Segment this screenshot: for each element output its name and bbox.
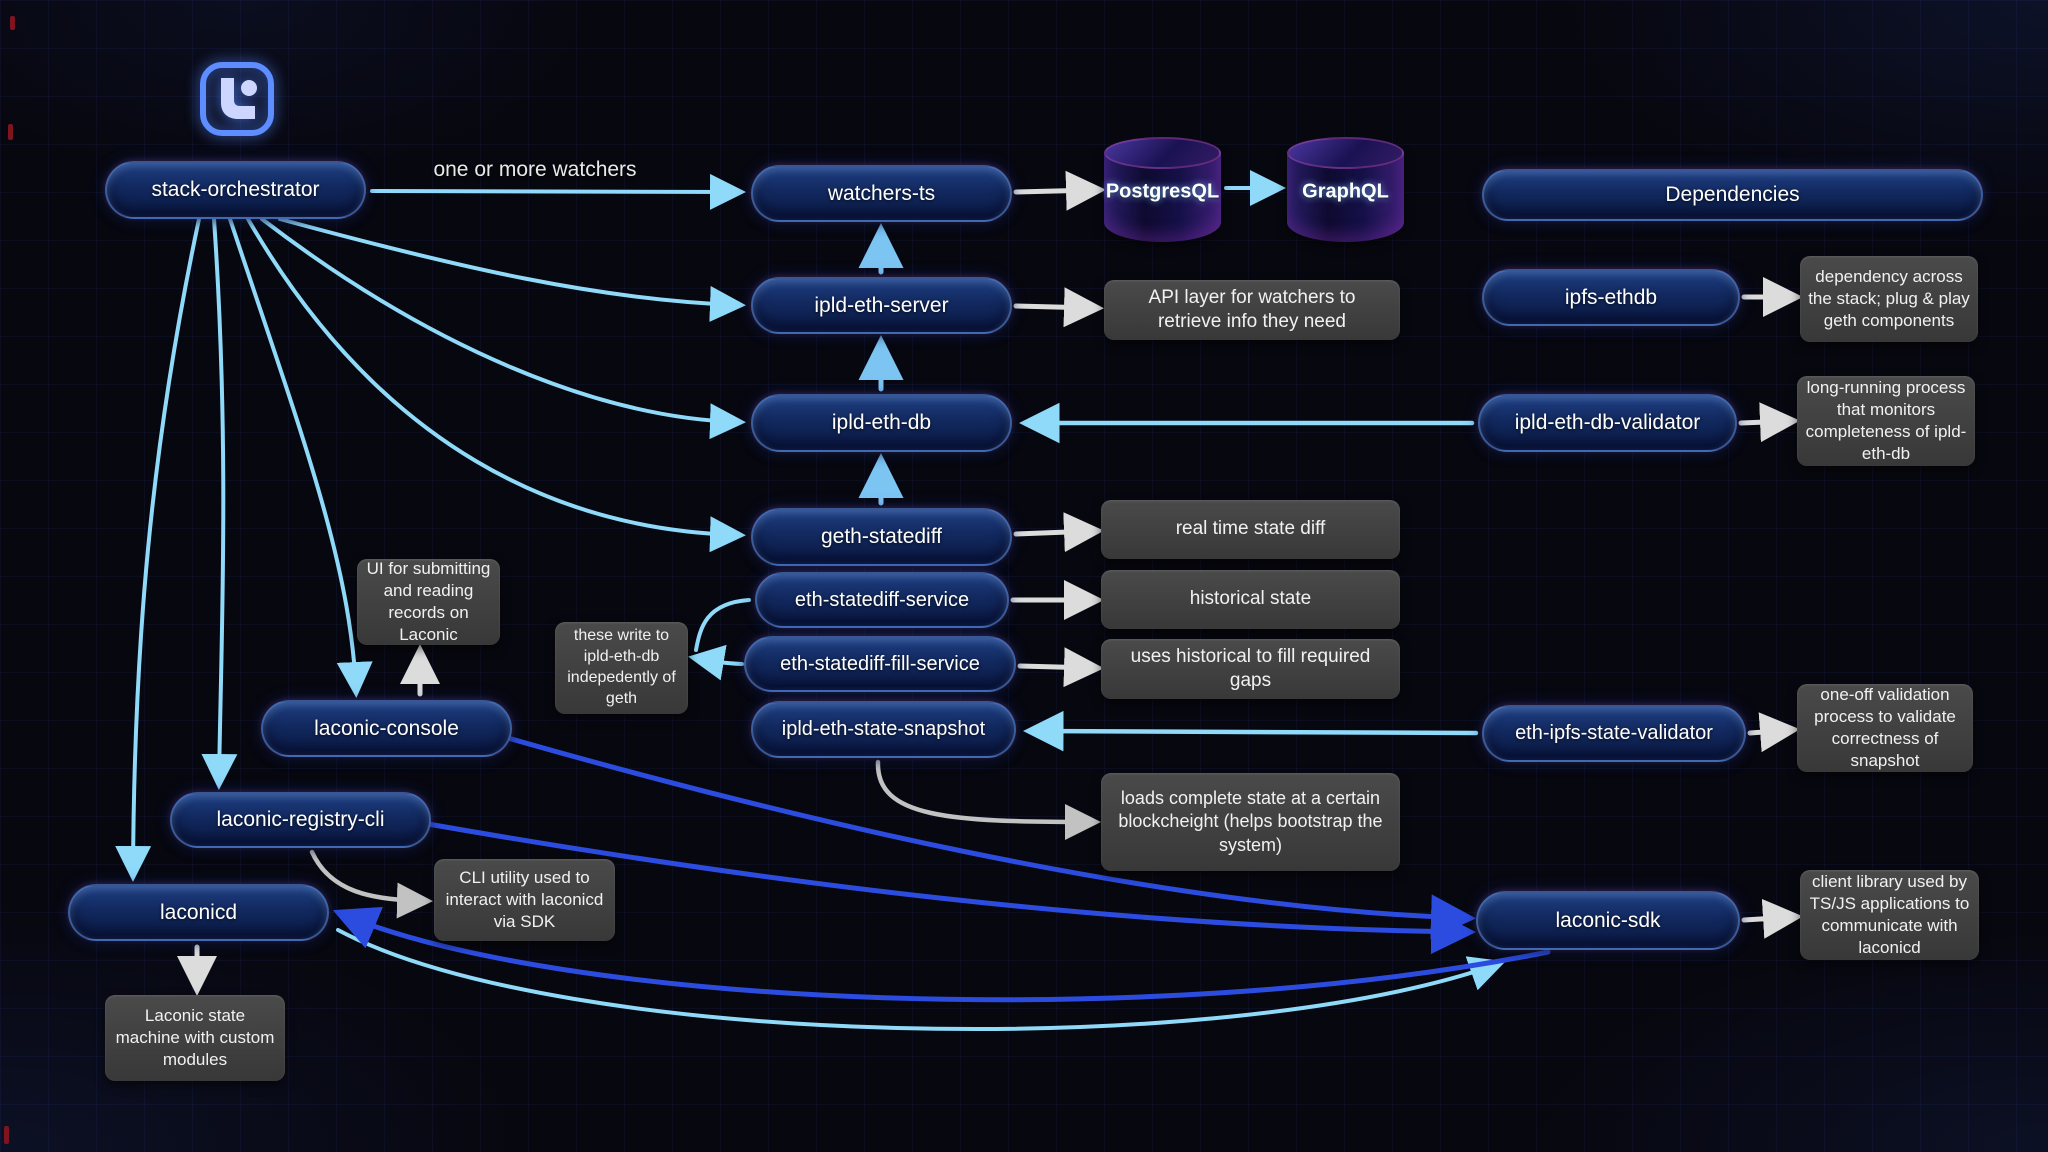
node-dependencies-header: Dependencies <box>1482 169 1983 221</box>
node-label: ipld-eth-state-snapshot <box>781 718 986 740</box>
laconic-logo-icon <box>200 62 274 136</box>
arrow-registry-to-cli-note <box>309 849 433 919</box>
node-ipld-eth-state-snapshot: ipld-eth-state-snapshot <box>751 701 1016 758</box>
node-ipfs-ethdb: ipfs-ethdb <box>1482 269 1740 326</box>
note-text: uses historical to fill required gaps <box>1130 645 1371 691</box>
node-label: eth-statediff-service <box>794 588 970 611</box>
node-label: Dependencies <box>1665 183 1800 206</box>
note-text: historical state <box>1189 588 1312 610</box>
arrow-stack-to-watchers <box>370 173 746 210</box>
node-label: laconic-registry-cli <box>216 808 385 831</box>
watchers-count-label: one or more watchers <box>433 158 637 181</box>
node-label: laconicd <box>159 900 238 924</box>
note-uses-historical: uses historical to fill required gaps <box>1101 639 1400 699</box>
arrow-console-to-sdk <box>505 735 1476 940</box>
note-historical-state: historical state <box>1101 570 1400 629</box>
note-text: API layer for watchers to retrieve info … <box>1148 286 1356 332</box>
node-eth-ipfs-state-validator: eth-ipfs-state-validator <box>1482 705 1746 762</box>
arrow-db-validator-to-note <box>1738 402 1800 443</box>
arrow-stack-to-ipld-eth-db <box>260 217 746 440</box>
node-geth-statediff: geth-statediff <box>751 508 1012 566</box>
edge-artifact <box>10 16 15 30</box>
arrow-server-to-api-note <box>1013 287 1104 328</box>
arrow-snapshot-to-loads-note <box>875 759 1101 840</box>
node-ipld-eth-server: ipld-eth-server <box>751 277 1012 334</box>
edge-artifact <box>8 124 13 140</box>
note-text: dependency across the stack; plug & play… <box>1808 266 1970 331</box>
node-ipld-eth-db-validator: ipld-eth-db-validator <box>1478 394 1737 452</box>
arrow-stack-to-laconicd <box>115 217 201 882</box>
node-label: eth-ipfs-state-validator <box>1515 722 1713 744</box>
cylinder-top <box>1287 137 1404 169</box>
arrow-state-validator-to-note <box>1747 712 1800 753</box>
node-label: laconic-console <box>314 716 459 740</box>
note-text: CLI utility used to interact with laconi… <box>445 867 604 932</box>
note-text: client library used by TS/JS application… <box>1809 871 1970 958</box>
note-text: long-running process that monitors compl… <box>1805 377 1967 464</box>
node-laconicd: laconicd <box>68 884 329 941</box>
node-laconic-console: laconic-console <box>261 700 512 757</box>
note-real-time: real time state diff <box>1101 500 1400 559</box>
arrow-stack-to-geth-statediff <box>246 217 746 553</box>
node-laconic-registry-cli: laconic-registry-cli <box>170 792 431 848</box>
graphql-database-icon: GraphQL <box>1287 137 1404 242</box>
arrow-stack-to-laconic-registry-cli <box>201 217 238 790</box>
node-label: stack-orchestrator <box>151 178 320 201</box>
note-text: UI for submitting and reading records on… <box>366 558 491 645</box>
note-api-layer: API layer for watchers to retrieve info … <box>1104 280 1400 340</box>
node-laconic-sdk: laconic-sdk <box>1476 891 1740 950</box>
arrow-fill-service-to-note <box>688 644 744 681</box>
node-label: ipld-eth-db-validator <box>1514 411 1701 434</box>
edge-artifact <box>4 1126 9 1144</box>
note-text: loads complete state at a certain blockc… <box>1118 788 1383 855</box>
note-text: these write to ipld-eth-db indepedently … <box>567 627 676 707</box>
node-postgresql: PostgresQL <box>1105 180 1220 203</box>
node-stack-orchestrator: stack-orchestrator <box>105 161 366 219</box>
node-label: ipld-eth-server <box>814 293 949 317</box>
node-label: ipld-eth-db <box>831 411 932 434</box>
note-long-running: long-running process that monitors compl… <box>1797 376 1975 466</box>
node-eth-statediff-fill-service: eth-statediff-fill-service <box>744 636 1016 692</box>
arrow-stack-to-ipld-eth-server <box>278 217 746 322</box>
note-one-off: one-off validation process to validate c… <box>1797 684 1973 772</box>
arrow-sdk-to-note <box>1741 898 1803 939</box>
arrow-geth-to-realtime-note <box>1013 512 1104 553</box>
arrow-stack-to-laconic-console <box>228 217 373 698</box>
node-label: ipfs-ethdb <box>1564 285 1658 309</box>
arrow-sdk-to-laconicd <box>332 906 1551 1003</box>
arrow-fill-to-gaps-note <box>1017 647 1104 688</box>
note-text: Laconic state machine with custom module… <box>115 1005 275 1070</box>
cylinder-top <box>1104 137 1221 169</box>
arrow-watchers-to-postgres <box>1013 170 1106 211</box>
node-label: geth-statediff <box>820 525 943 548</box>
note-ui-for-submitting: UI for submitting and reading records on… <box>357 559 500 645</box>
node-ipld-eth-db: ipld-eth-db <box>751 394 1012 452</box>
note-dependency-across: dependency across the stack; plug & play… <box>1800 256 1978 342</box>
node-eth-statediff-service: eth-statediff-service <box>755 572 1009 628</box>
arrow-statediff-service-to-note <box>694 598 751 652</box>
note-loads-complete: loads complete state at a certain blockc… <box>1101 773 1400 871</box>
arrow-validator-to-snapshot <box>1023 710 1479 752</box>
node-label: watchers-ts <box>827 181 936 205</box>
node-watchers-ts: watchers-ts <box>751 165 1012 222</box>
note-cli-utility: CLI utility used to interact with laconi… <box>434 859 615 941</box>
node-graphql: GraphQL <box>1302 180 1389 203</box>
note-text: real time state diff <box>1175 518 1326 540</box>
note-client-library: client library used by TS/JS application… <box>1800 870 1979 960</box>
note-laconic-state-machine: Laconic state machine with custom module… <box>105 995 285 1081</box>
postgresql-database-icon: PostgresQL <box>1104 137 1221 242</box>
note-these-write: these write to ipld-eth-db indepedently … <box>555 622 688 714</box>
note-text: one-off validation process to validate c… <box>1814 684 1956 771</box>
node-label: eth-statediff-fill-service <box>780 652 980 675</box>
arrow-laconicd-to-laconic-sdk <box>336 928 1506 1031</box>
node-label: laconic-sdk <box>1555 908 1661 932</box>
arrow-registry-to-sdk <box>425 821 1476 955</box>
